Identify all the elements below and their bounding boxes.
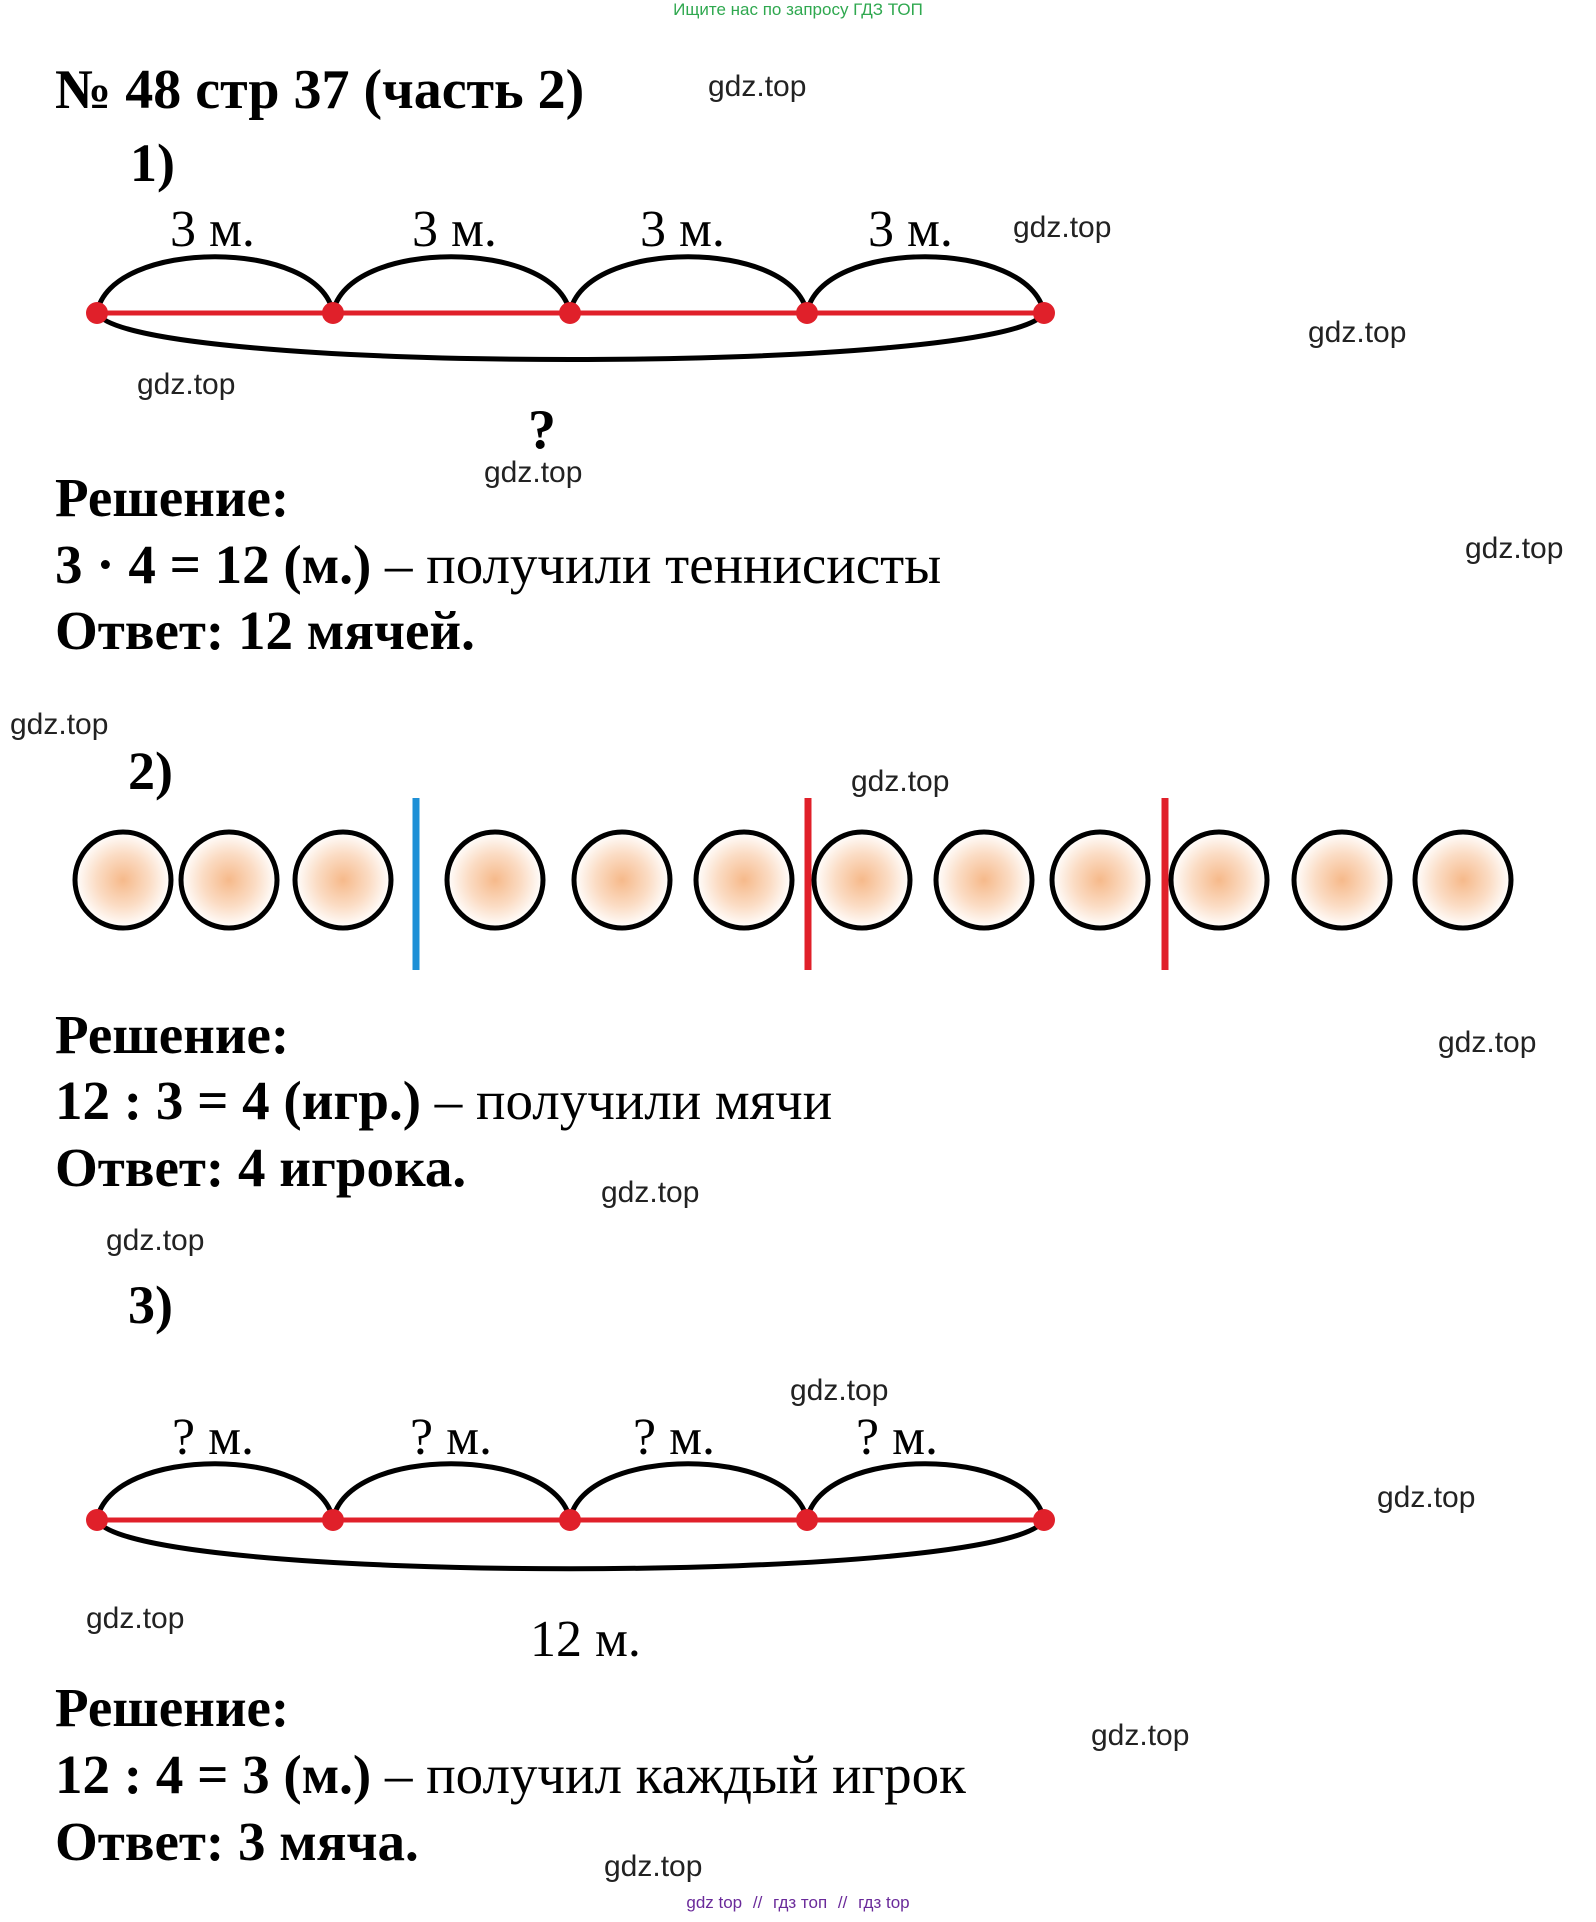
answer: Ответ: 3 мяча. [55, 1811, 419, 1872]
solution-heading: Решение: [55, 1677, 290, 1738]
segment-point [1033, 1509, 1055, 1531]
segment-label: 3 м. [412, 201, 497, 258]
ball [1168, 829, 1270, 931]
watermark: gdz.top [708, 70, 807, 103]
part-2-label: 2) [128, 741, 173, 801]
equation-expression: 3 · 4 = 12 (м.) [55, 534, 372, 595]
segment-point [1033, 302, 1055, 324]
watermark: gdz.top [484, 456, 583, 489]
equation-note: – получили теннисисты [385, 534, 942, 595]
segment-point [796, 1509, 818, 1531]
watermark: gdz.top [604, 1850, 703, 1883]
watermark: gdz.top [601, 1176, 700, 1209]
segment-point [559, 1509, 581, 1531]
segment-label: ? м. [410, 1409, 492, 1466]
page-title: № 48 стр 37 (часть 2) [55, 59, 585, 121]
segment-point [86, 302, 108, 324]
ball [444, 829, 546, 931]
bottom-links: gdz top // гдз топ // гдз top [0, 1893, 1596, 1913]
solution-equation: 12 : 4 = 3 (м.) – получил каждый игрок [55, 1743, 966, 1806]
watermark: gdz.top [851, 765, 950, 798]
part-3-label: 3) [128, 1275, 173, 1335]
solution-heading: Решение: [55, 467, 290, 528]
watermark: gdz.top [10, 708, 109, 741]
total-arc [94, 311, 1047, 362]
segment-diagram-3 [86, 1461, 1055, 1572]
solution-equation: 3 · 4 = 12 (м.) – получили теннисисты [55, 533, 941, 596]
segment-label: ? м. [633, 1409, 715, 1466]
segment-arc [94, 1461, 336, 1521]
segment-point [322, 1509, 344, 1531]
solution-equation: 12 : 3 = 4 (игр.) – получили мячи [55, 1069, 832, 1132]
watermark: gdz.top [1091, 1719, 1190, 1752]
bottom-link[interactable]: гдз top [858, 1893, 910, 1912]
segment-arc [804, 1461, 1047, 1521]
solution-heading: Решение: [55, 1004, 290, 1065]
segment-arc [330, 254, 573, 314]
bottom-link-separator: // [837, 1893, 848, 1912]
bottom-link[interactable]: гдз топ [773, 1893, 828, 1912]
ball [811, 829, 913, 931]
segment-point [86, 1509, 108, 1531]
ball [292, 829, 394, 931]
ball [178, 829, 280, 931]
segment-arc [94, 254, 336, 314]
watermark: gdz.top [1013, 211, 1112, 244]
answer: Ответ: 12 мячей. [55, 600, 475, 661]
answer: Ответ: 4 игрока. [55, 1137, 467, 1198]
ball [571, 829, 673, 931]
equation-expression: 12 : 3 = 4 (игр.) [55, 1070, 422, 1131]
segment-point [322, 302, 344, 324]
ball [72, 829, 174, 931]
watermark: gdz.top [137, 368, 236, 401]
equation-expression: 12 : 4 = 3 (м.) [55, 1744, 372, 1805]
ball [1049, 829, 1151, 931]
segment-point [796, 302, 818, 324]
segment-diagram-1 [86, 254, 1055, 362]
ball [1291, 829, 1393, 931]
watermark: gdz.top [1377, 1481, 1476, 1514]
total-arc [94, 1518, 1047, 1572]
total-label: 12 м. [530, 1611, 641, 1668]
ball [1412, 829, 1514, 931]
watermark: gdz.top [1308, 316, 1407, 349]
bottom-link-separator: // [752, 1893, 763, 1912]
watermark: gdz.top [1438, 1026, 1537, 1059]
bottom-link[interactable]: gdz top [686, 1893, 743, 1912]
equation-note: – получил каждый игрок [385, 1744, 966, 1805]
segment-label: 3 м. [868, 201, 953, 258]
segment-label: 3 м. [170, 201, 255, 258]
watermark: gdz.top [1465, 532, 1564, 565]
equation-note: – получили мячи [434, 1070, 833, 1131]
watermark: gdz.top [106, 1224, 205, 1257]
watermark: gdz.top [86, 1602, 185, 1635]
ball [933, 829, 1035, 931]
segment-label: ? м. [856, 1409, 938, 1466]
segment-point [559, 302, 581, 324]
segment-arc [330, 1461, 573, 1521]
total-label: ? [528, 399, 556, 461]
watermark: gdz.top [790, 1374, 889, 1407]
segment-label: ? м. [172, 1409, 254, 1466]
segment-label: 3 м. [640, 201, 725, 258]
ball [693, 829, 795, 931]
segment-arc [804, 254, 1047, 314]
balls-diagram [72, 798, 1514, 970]
segment-arc [567, 1461, 810, 1521]
top-banner[interactable]: Ищите нас по запросу ГДЗ ТОП [673, 0, 923, 19]
part-1-label: 1) [130, 133, 175, 193]
segment-arc [567, 254, 810, 314]
